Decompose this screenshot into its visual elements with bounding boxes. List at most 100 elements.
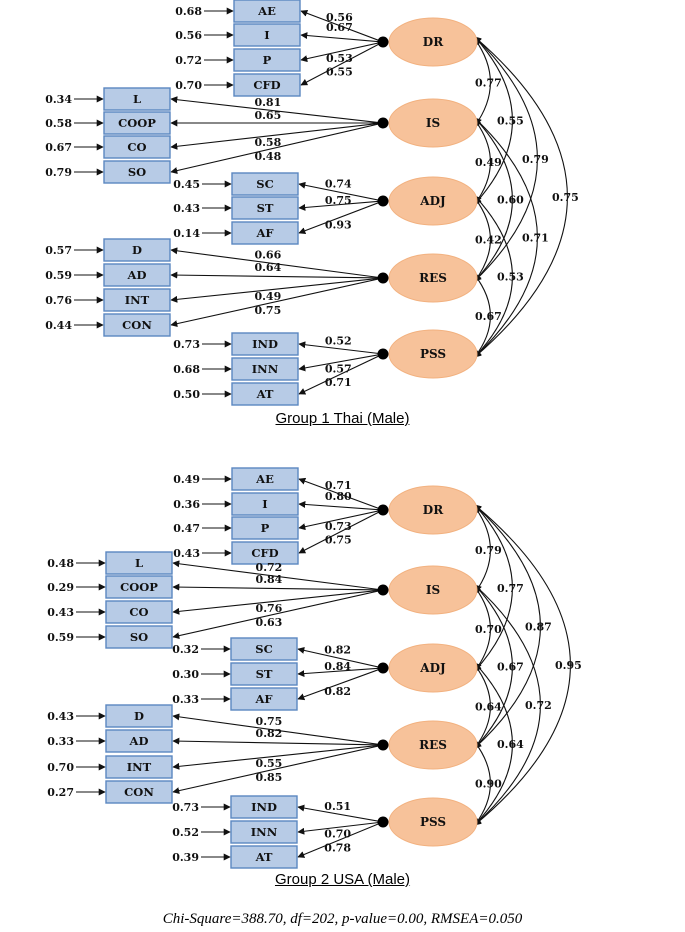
factor-loading: 0.82 xyxy=(256,727,283,740)
correlation-value: 0.77 xyxy=(497,582,524,595)
correlation-value: 0.42 xyxy=(475,234,502,247)
indicator-label: COOP xyxy=(120,580,158,594)
group-2-title: Group 2 USA (Male) xyxy=(274,871,411,888)
indicator-label: AD xyxy=(127,268,147,282)
correlation-arc-is-pss xyxy=(474,584,541,826)
factor-loading: 0.66 xyxy=(254,249,281,262)
factor-connector-dot xyxy=(377,195,389,207)
factor-connector-dot xyxy=(377,584,389,596)
correlation-value: 0.75 xyxy=(552,191,579,204)
loading-path xyxy=(300,41,384,86)
indicator-label: P xyxy=(263,53,272,67)
indicator-label: CON xyxy=(122,318,152,332)
indicator-label: CFD xyxy=(251,546,278,560)
indicator-box-coop xyxy=(105,575,173,599)
factor-loading: 0.75 xyxy=(325,534,352,547)
factor-connector-dot xyxy=(377,816,389,828)
loading-path xyxy=(297,667,384,701)
correlation-value: 0.79 xyxy=(475,544,502,557)
error-variance: 0.58 xyxy=(45,117,72,130)
indicator-box-ad xyxy=(103,263,171,287)
indicator-label: CO xyxy=(127,140,146,154)
loading-path xyxy=(298,509,384,554)
error-variance: 0.33 xyxy=(47,735,74,748)
latent-factor-label: PSS xyxy=(420,347,446,361)
indicator-label: SO xyxy=(130,630,148,644)
error-variance: 0.57 xyxy=(45,244,72,257)
factor-connector-dot xyxy=(377,36,389,48)
error-variance: 0.52 xyxy=(172,826,199,839)
loading-path xyxy=(297,646,384,669)
factor-loading: 0.71 xyxy=(325,479,352,492)
correlation-arc-is-res xyxy=(474,584,513,749)
loading-path xyxy=(297,821,384,835)
error-variance: 0.32 xyxy=(172,643,199,656)
error-variance: 0.73 xyxy=(173,338,200,351)
error-variance: 0.72 xyxy=(175,54,202,67)
indicator-label: SO xyxy=(128,165,146,179)
error-variance: 0.29 xyxy=(47,581,74,594)
indicator-label: D xyxy=(132,243,142,257)
loading-path xyxy=(298,509,384,531)
indicator-label: AF xyxy=(255,226,274,240)
loading-path xyxy=(300,41,384,63)
latent-factor-label: IS xyxy=(426,583,440,597)
indicator-box-at xyxy=(231,382,299,406)
correlation-arc-is-res xyxy=(474,117,513,282)
loading-path xyxy=(170,271,384,279)
factor-loading: 0.72 xyxy=(256,561,283,574)
loading-path xyxy=(170,277,384,303)
loading-path xyxy=(297,821,384,858)
indicator-box-inn xyxy=(230,820,298,844)
error-variance: 0.56 xyxy=(175,29,202,42)
indicator-box-con xyxy=(103,313,171,337)
error-variance: 0.50 xyxy=(173,388,200,401)
correlation-arc-dr-pss xyxy=(474,504,571,826)
loading-path xyxy=(297,804,384,823)
factor-connector-dot xyxy=(377,504,389,516)
loading-path xyxy=(297,667,384,678)
factor-loading: 0.64 xyxy=(254,261,281,274)
correlation-arc-is-pss xyxy=(474,117,538,358)
loading-path xyxy=(170,277,384,328)
factor-loading: 0.56 xyxy=(326,11,353,24)
error-variance: 0.27 xyxy=(47,786,74,799)
factor-loading: 0.82 xyxy=(324,685,351,698)
factor-loading: 0.55 xyxy=(326,66,353,79)
indicator-label: COOP xyxy=(118,116,156,130)
correlation-value: 0.64 xyxy=(475,701,502,714)
factor-loading: 0.71 xyxy=(325,376,352,389)
correlation-value: 0.87 xyxy=(525,621,552,634)
factor-loading: 0.85 xyxy=(256,771,283,784)
correlation-value: 0.70 xyxy=(475,623,502,636)
loading-path xyxy=(298,353,384,372)
factor-loading: 0.51 xyxy=(324,800,351,813)
correlation-value: 0.90 xyxy=(475,778,502,791)
factor-loading: 0.80 xyxy=(325,490,352,503)
loading-path xyxy=(300,32,384,43)
group-1-model: 0.770.490.420.670.550.600.530.790.710.75… xyxy=(45,0,579,406)
indicator-label: AE xyxy=(255,472,274,486)
correlation-arc-dr-adj xyxy=(474,504,513,672)
latent-factor-label: DR xyxy=(423,503,444,517)
indicator-label: INT xyxy=(125,293,150,307)
indicator-label: I xyxy=(262,497,267,511)
loading-path xyxy=(298,341,384,355)
loading-path xyxy=(170,122,384,174)
correlation-value: 0.53 xyxy=(497,271,524,284)
error-variance: 0.79 xyxy=(45,166,72,179)
correlation-value: 0.71 xyxy=(522,232,549,245)
correlation-value: 0.79 xyxy=(522,153,549,166)
error-variance: 0.30 xyxy=(172,668,199,681)
factor-connector-dot xyxy=(377,272,389,284)
indicator-box-cfd xyxy=(231,541,299,565)
loading-path xyxy=(170,247,384,279)
factor-connector-dot xyxy=(377,117,389,129)
indicator-label: P xyxy=(261,521,270,535)
indicator-box-d xyxy=(105,704,173,728)
indicator-box-ind xyxy=(230,795,298,819)
indicator-box-ad xyxy=(105,729,173,753)
factor-loading: 0.63 xyxy=(256,616,283,629)
indicator-box-co xyxy=(105,600,173,624)
indicator-box-so xyxy=(105,625,173,649)
